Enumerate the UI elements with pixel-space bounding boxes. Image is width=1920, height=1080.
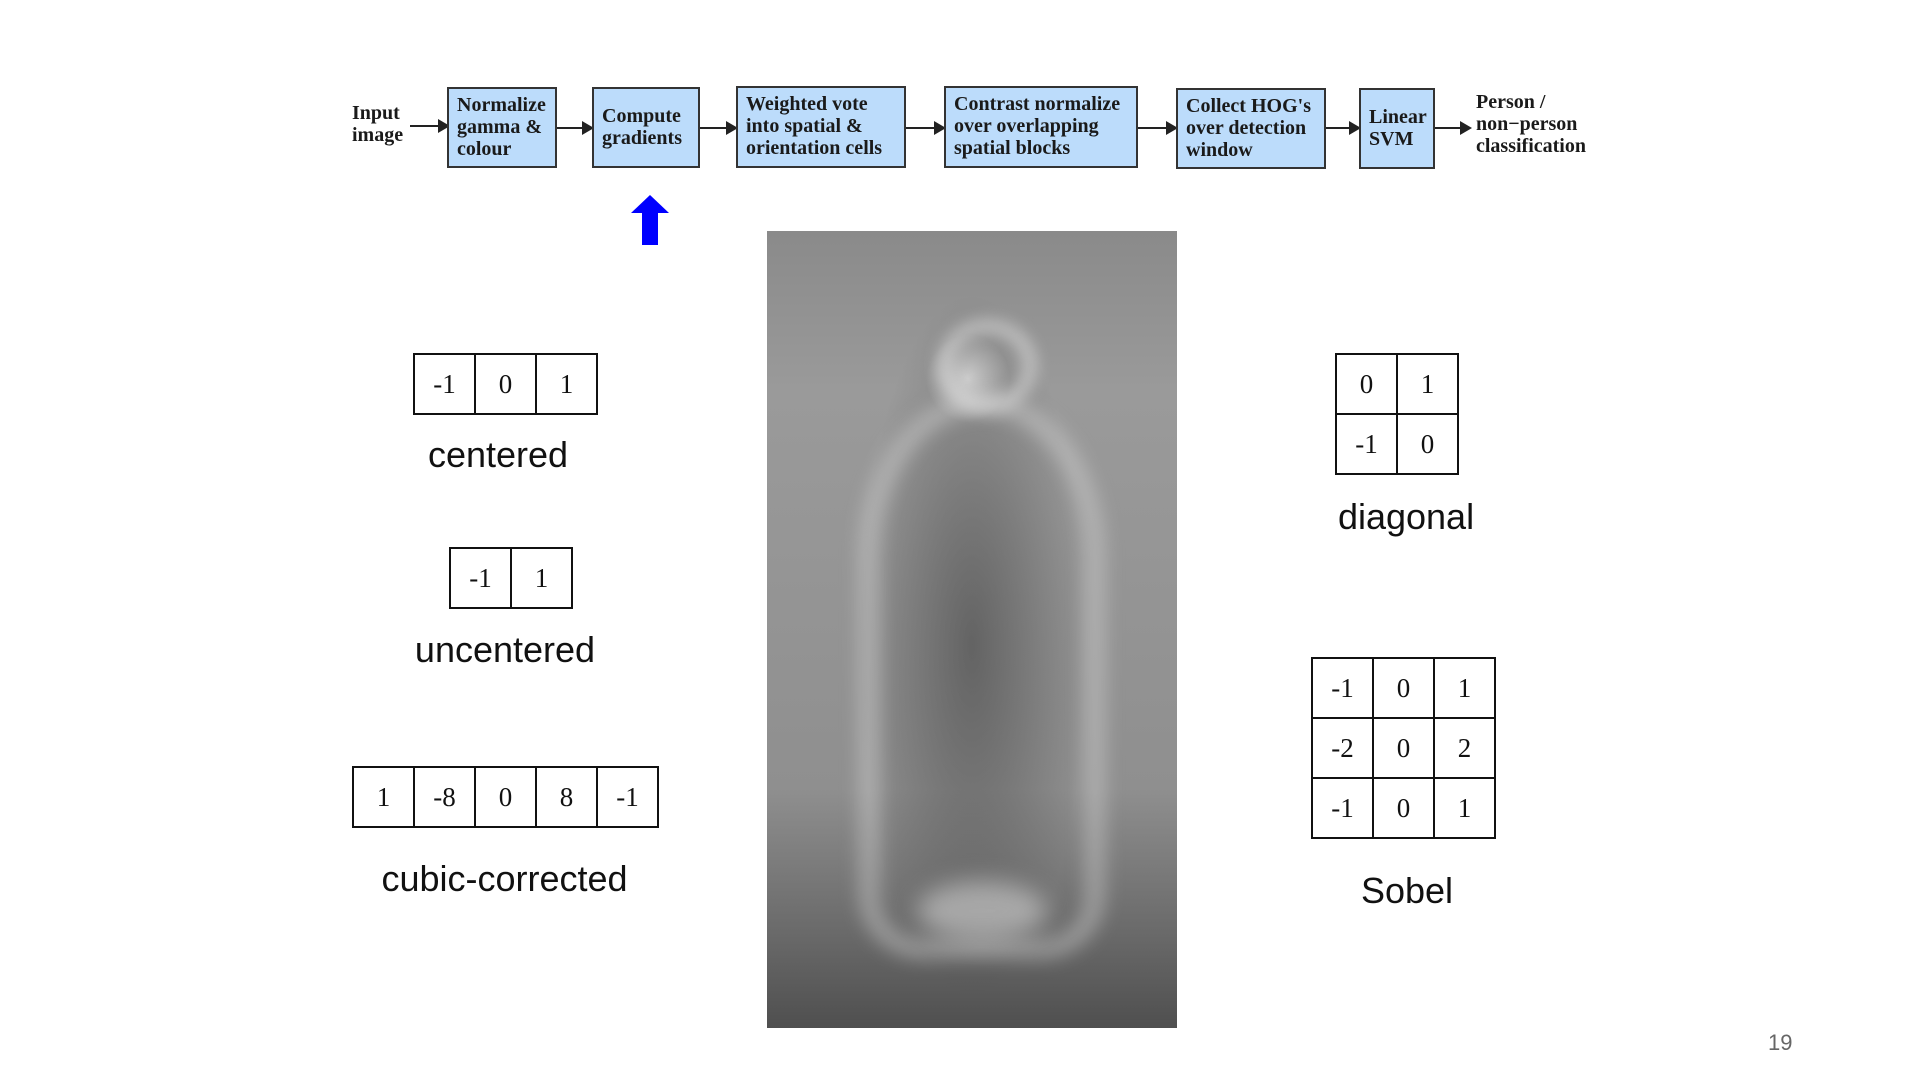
kernel-diagonal: 0 1 -1 0 — [1335, 353, 1459, 475]
kernel-label-sobel: Sobel — [1360, 870, 1454, 911]
kernel-cell: 0 — [1335, 353, 1398, 415]
kernel-cell: -1 — [1311, 777, 1374, 839]
kernel-centered: -1 0 1 — [413, 353, 598, 415]
output-classification-label: Person / non−person classification — [1476, 91, 1586, 157]
kernel-label-uncentered: uncentered — [414, 629, 596, 670]
kernel-cell: 1 — [1433, 657, 1496, 719]
input-image-label: Input image — [352, 102, 404, 146]
kernel-label-cubic-corrected: cubic-corrected — [381, 858, 628, 899]
kernel-cell: 0 — [1372, 717, 1435, 779]
pipeline-arrow — [1435, 121, 1472, 135]
kernel-sobel: -1 0 1 -2 0 2 -1 0 1 — [1311, 657, 1496, 839]
kernel-cell: 1 — [352, 766, 415, 828]
pipeline-arrow — [410, 119, 450, 133]
kernel-cell: -1 — [1311, 657, 1374, 719]
step-linear-svm: Linear SVM — [1359, 88, 1435, 169]
step-weighted-vote: Weighted vote into spatial & orientation… — [736, 86, 906, 168]
kernel-cell: 2 — [1433, 717, 1496, 779]
kernel-cell: 0 — [474, 766, 537, 828]
kernel-label-centered: centered — [427, 434, 569, 475]
kernel-cell: -1 — [1335, 413, 1398, 475]
pipeline-arrow — [700, 121, 738, 135]
pipeline-arrow — [1326, 121, 1361, 135]
kernel-cell: -1 — [449, 547, 512, 609]
pipeline-arrow — [906, 121, 946, 135]
average-gradient-image — [767, 231, 1177, 1028]
kernel-cell: 0 — [1372, 657, 1435, 719]
kernel-label-diagonal: diagonal — [1337, 496, 1475, 537]
kernel-cell: -1 — [413, 353, 476, 415]
step-collect-hog: Collect HOG's over detection window — [1176, 88, 1326, 169]
kernel-uncentered: -1 1 — [449, 547, 573, 609]
pipeline-arrow — [557, 121, 594, 135]
kernel-cell: -1 — [596, 766, 659, 828]
kernel-cell: 0 — [1396, 413, 1459, 475]
kernel-cell: 1 — [535, 353, 598, 415]
kernel-cell: 8 — [535, 766, 598, 828]
up-arrow-icon — [631, 195, 669, 245]
step-compute-gradients: Compute gradients — [592, 87, 700, 168]
kernel-cell: 1 — [1396, 353, 1459, 415]
kernel-cell: -8 — [413, 766, 476, 828]
kernel-cell: 1 — [1433, 777, 1496, 839]
step-contrast-normalize: Contrast normalize over overlapping spat… — [944, 86, 1138, 168]
kernel-cell: -2 — [1311, 717, 1374, 779]
step-normalize-gamma: Normalize gamma & colour — [447, 87, 557, 168]
kernel-cell: 0 — [1372, 777, 1435, 839]
kernel-cell: 1 — [510, 547, 573, 609]
pipeline-arrow — [1138, 121, 1178, 135]
kernel-cell: 0 — [474, 353, 537, 415]
page-number: 19 — [1768, 1030, 1793, 1055]
kernel-cubic-corrected: 1 -8 0 8 -1 — [352, 766, 659, 828]
